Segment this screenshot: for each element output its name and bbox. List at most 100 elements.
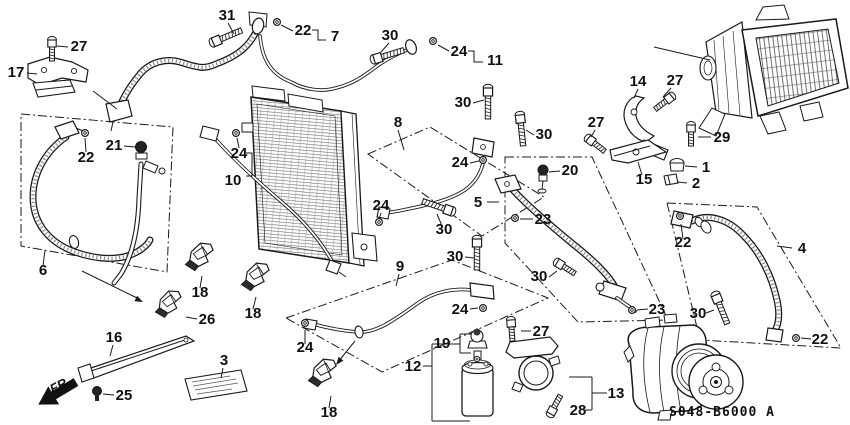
arrowhead-2 bbox=[336, 356, 344, 365]
callout-24-a: 24 bbox=[231, 145, 248, 162]
pressure-switch-20 bbox=[537, 164, 549, 194]
callout-10: 10 bbox=[225, 172, 242, 189]
callout-24-b: 24 bbox=[451, 43, 468, 60]
arrow-leader-6-26 bbox=[81, 270, 140, 300]
plug-2 bbox=[663, 173, 679, 186]
callout-22-a: 22 bbox=[78, 149, 95, 166]
oring-24-f bbox=[301, 319, 309, 327]
oring-22-d bbox=[791, 334, 801, 342]
callout-18-a: 18 bbox=[192, 284, 209, 301]
oring-22-a bbox=[80, 129, 90, 137]
callout-23-b: 23 bbox=[649, 301, 666, 318]
service-valve-21 bbox=[135, 141, 166, 175]
diagram-code: S048-B6000 A bbox=[669, 405, 775, 420]
oring-24-e bbox=[479, 304, 487, 312]
condenser-pipe-10 bbox=[199, 125, 347, 278]
bolt-30-hose5 bbox=[514, 110, 529, 147]
callout-30-b: 30 bbox=[455, 94, 472, 111]
fr-direction-arrow: FR. bbox=[38, 374, 79, 405]
callout-9: 9 bbox=[396, 258, 404, 275]
callout-30-e: 30 bbox=[447, 248, 464, 265]
drier-bracket-13 bbox=[505, 336, 561, 393]
bracket-12 bbox=[423, 343, 470, 422]
pipe-clamp-26 bbox=[152, 288, 185, 320]
bolt-28 bbox=[544, 392, 565, 420]
box-hose-4 bbox=[666, 202, 842, 349]
callout-11: 11 bbox=[487, 52, 503, 69]
callout-22-b: 22 bbox=[295, 22, 312, 39]
callout-5: 5 bbox=[474, 194, 482, 211]
callout-3: 3 bbox=[220, 352, 228, 369]
oring-24-b bbox=[232, 129, 240, 137]
bolt-27-bracket14 bbox=[651, 90, 678, 114]
callout-1: 1 bbox=[702, 159, 710, 176]
bolt-29 bbox=[686, 120, 696, 147]
oring-19-nut bbox=[473, 355, 481, 363]
callout-30-d: 30 bbox=[436, 221, 453, 238]
callout-29: 29 bbox=[714, 129, 731, 146]
box-pipe-9 bbox=[284, 259, 550, 373]
compressor bbox=[623, 313, 744, 421]
pressure-switch-19 bbox=[467, 328, 488, 361]
callout-4: 4 bbox=[798, 240, 807, 257]
oring-23-b bbox=[627, 306, 637, 314]
discharge-hose-7 bbox=[105, 11, 268, 132]
callout-27-a: 27 bbox=[71, 38, 88, 55]
callout-2: 2 bbox=[692, 175, 700, 192]
callout-25: 25 bbox=[116, 387, 133, 404]
bolt-30-top bbox=[368, 45, 406, 66]
callout-27-c: 27 bbox=[667, 72, 684, 89]
suction-hose-5-13 bbox=[494, 174, 637, 313]
bolt-30-hose4 bbox=[709, 289, 733, 327]
reference-boxes bbox=[20, 113, 842, 373]
callout-14: 14 bbox=[630, 73, 647, 90]
bracket-17-leader-line bbox=[92, 90, 118, 110]
bracket-13-28 bbox=[569, 376, 607, 411]
box-hose-6 bbox=[20, 113, 174, 273]
bolt-30-small bbox=[551, 256, 578, 278]
callout-22-d: 22 bbox=[812, 331, 829, 348]
bolt-30-pipe8 bbox=[482, 83, 494, 120]
bolt-27-bracket15 bbox=[582, 132, 609, 156]
callout-30-f: 30 bbox=[531, 268, 548, 285]
box-hose-5-13 bbox=[504, 156, 669, 323]
callout-27-b: 27 bbox=[588, 114, 605, 131]
callout-26: 26 bbox=[199, 311, 216, 328]
callout-12: 12 bbox=[405, 358, 422, 375]
grommet-1 bbox=[669, 157, 685, 172]
pipe-bracket-17 bbox=[27, 56, 118, 110]
oring-24-c bbox=[479, 156, 487, 164]
bracket-15 bbox=[609, 139, 668, 164]
callout-13: 13 bbox=[608, 385, 625, 402]
receiver-pipe-8 bbox=[376, 137, 495, 220]
condenser bbox=[241, 85, 378, 267]
pipe-clamp-18-a bbox=[182, 241, 216, 273]
callout-7: 7 bbox=[331, 28, 339, 45]
callout-30-a: 30 bbox=[382, 27, 399, 44]
callout-23-a: 23 bbox=[535, 211, 552, 228]
callout-6: 6 bbox=[39, 262, 47, 279]
bolt-27-drier bbox=[505, 315, 518, 342]
callout-19: 19 bbox=[434, 335, 451, 352]
mount-rail-16 bbox=[77, 335, 196, 383]
oring-22-c bbox=[675, 212, 685, 220]
callout-27-d: 27 bbox=[533, 323, 550, 340]
bracket-22-7 bbox=[312, 29, 326, 41]
callout-24-d: 24 bbox=[373, 197, 390, 214]
callout-8: 8 bbox=[394, 114, 402, 131]
oring-22-b bbox=[273, 18, 281, 26]
bolt-30-pipe9 bbox=[471, 234, 483, 271]
callout-24-c: 24 bbox=[452, 154, 469, 171]
oring-24-d bbox=[375, 218, 383, 226]
leader-lines bbox=[26, 22, 812, 422]
callout-24-e: 24 bbox=[452, 301, 469, 318]
pipe-clamp-18-b bbox=[238, 261, 272, 293]
callout-30-g: 30 bbox=[690, 305, 707, 322]
callout-20: 20 bbox=[562, 162, 579, 179]
oring-24-a bbox=[429, 36, 437, 46]
bracket-24-11 bbox=[468, 50, 483, 63]
clip-25 bbox=[92, 386, 102, 401]
receiver-hose-4 bbox=[670, 210, 784, 343]
